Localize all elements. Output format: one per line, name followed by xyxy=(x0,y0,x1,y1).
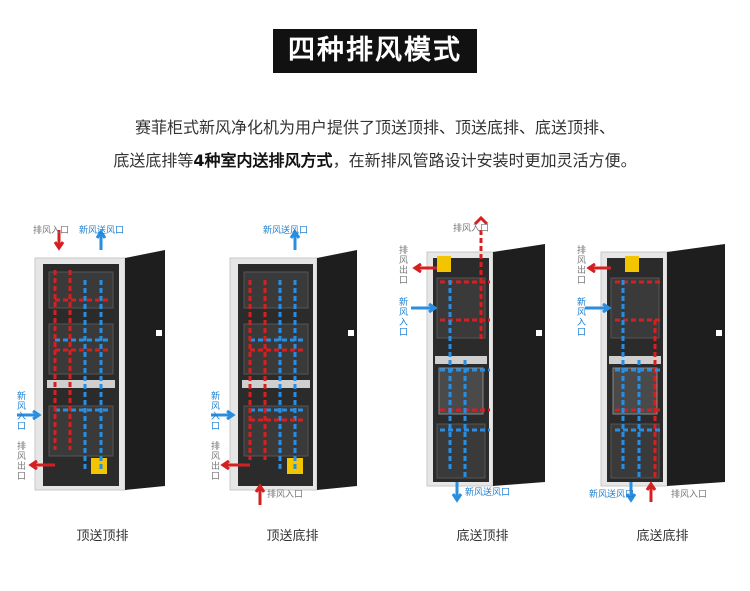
label-exhaust-inlet: 排风入口 xyxy=(671,490,708,500)
label-fresh-supply-outlet: 新风送风口 xyxy=(79,226,125,236)
label-fresh-inlet: 新风入口 xyxy=(577,298,587,338)
label-fresh-inlet: 新风入口 xyxy=(211,392,221,432)
cabinet-diagram xyxy=(585,244,725,503)
label-exhaust-outlet: 排风出口 xyxy=(211,442,221,482)
panel-caption: 底送顶排 xyxy=(456,529,509,544)
label-fresh-inlet: 新风入口 xyxy=(17,392,27,432)
cabinet-diagram xyxy=(411,215,545,503)
intro-line-2-pre: 底送底排等 xyxy=(113,151,194,170)
label-exhaust-inlet: 排风入口 xyxy=(267,490,304,500)
label-exhaust-inlet: 排风入口 xyxy=(453,224,490,234)
label-exhaust-outlet: 排风出口 xyxy=(577,246,587,286)
intro-line-2-post: ，在新排风管路设计安装时更加灵活方便。 xyxy=(332,151,637,170)
cabinet-diagram xyxy=(17,229,165,491)
label-fresh-supply-outlet: 新风送风口 xyxy=(589,490,635,500)
page-title: 四种排风模式 xyxy=(273,29,477,73)
cabinet-diagram xyxy=(211,229,357,505)
panel-bottom-supply-bottom-exhaust: 排风出口 新风入口 新风送风口 排风入口 底送底排 xyxy=(575,220,750,544)
label-fresh-inlet: 新风入口 xyxy=(399,298,409,338)
panel-top-supply-bottom-exhaust: 新风送风口 新风入口 排风出口 排风入口 顶送底排 xyxy=(205,220,380,544)
label-exhaust-outlet: 排风出口 xyxy=(399,246,409,286)
panel-caption: 底送底排 xyxy=(636,529,689,544)
panel-top-supply-top-exhaust: 排风入口 新风送风口 新风入口 排风出口 顶送顶排 xyxy=(15,220,190,544)
panel-caption: 顶送顶排 xyxy=(76,529,129,544)
panel-bottom-supply-top-exhaust: 排风入口 排风出口 新风入口 新风送风口 底送顶排 xyxy=(395,215,570,544)
label-fresh-supply-outlet: 新风送风口 xyxy=(263,226,309,236)
intro-line-2: 底送底排等4种室内送排风方式，在新排风管路设计安装时更加灵活方便。 xyxy=(20,147,730,171)
intro-line-1: 赛菲柜式新风净化机为用户提供了顶送顶排、顶送底排、底送顶排、 xyxy=(134,118,615,137)
label-exhaust-inlet: 排风入口 xyxy=(33,226,70,236)
label-fresh-supply-outlet: 新风送风口 xyxy=(465,488,511,498)
panel-caption: 顶送底排 xyxy=(266,529,319,544)
intro-line-2-bold: 4种室内送排风方式 xyxy=(193,151,333,170)
label-exhaust-outlet: 排风出口 xyxy=(17,442,27,482)
